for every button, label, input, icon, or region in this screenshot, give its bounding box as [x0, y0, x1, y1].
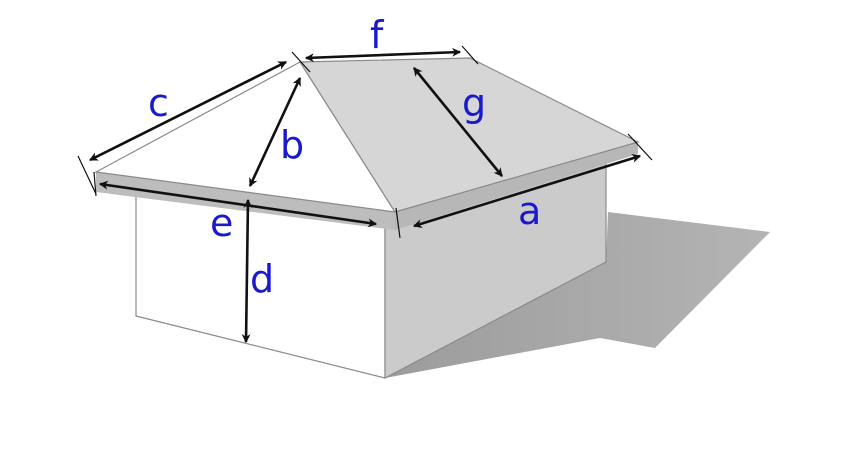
- dimension-e: [98, 180, 378, 228]
- dimension-f: [304, 47, 462, 63]
- label-d: d: [250, 257, 274, 301]
- label-c: c: [148, 81, 169, 125]
- tick-f-right: [461, 45, 479, 65]
- tick-c-left: [77, 155, 97, 195]
- ground-shadow: [385, 212, 770, 378]
- label-e: e: [210, 201, 233, 245]
- dimension-a: [412, 154, 642, 228]
- tick-a-right: [627, 133, 653, 161]
- tick-e-left: [93, 171, 97, 197]
- tick-a-left: [395, 207, 401, 239]
- label-a: a: [518, 189, 541, 233]
- label-g: g: [462, 81, 486, 125]
- tick-c-right: [291, 51, 311, 73]
- label-b: b: [280, 123, 304, 167]
- dimension-d: [241, 198, 253, 344]
- dimension-b: [248, 76, 302, 188]
- label-f: f: [370, 13, 385, 57]
